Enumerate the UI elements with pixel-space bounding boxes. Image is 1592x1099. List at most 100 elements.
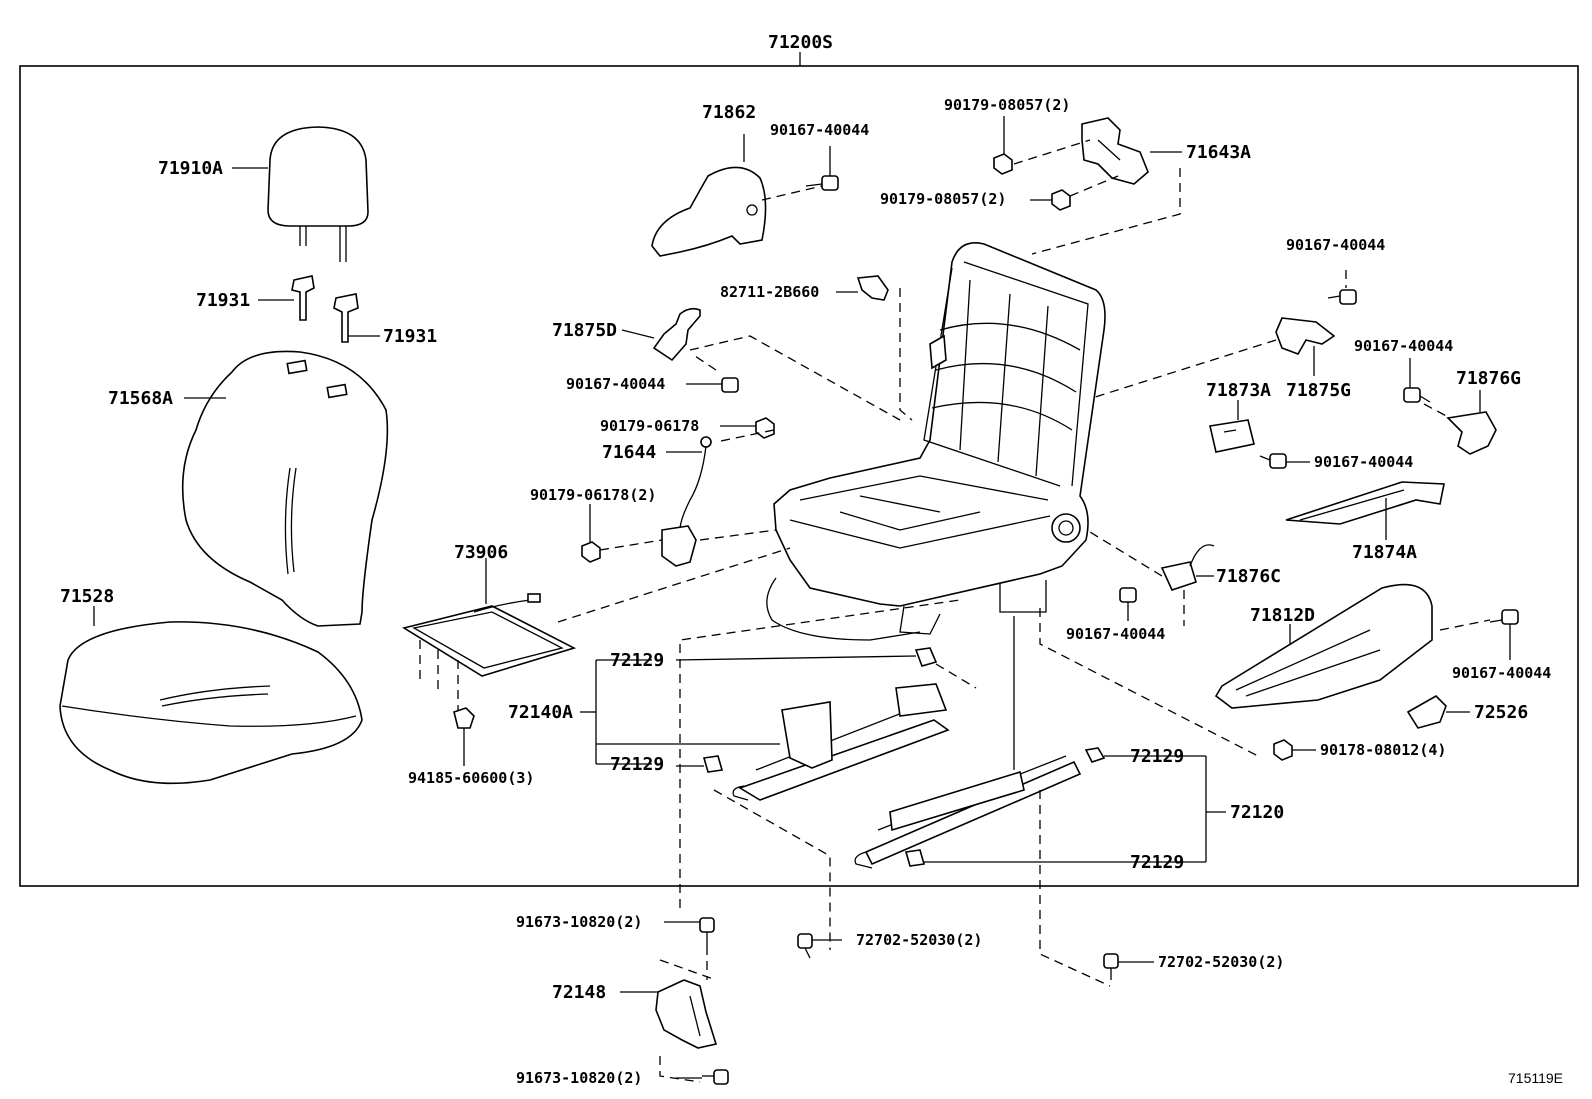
hinge-cover-71862[interactable]: [651, 166, 767, 257]
nut-90179-06178-a[interactable]: [755, 417, 775, 439]
seat-frame[interactable]: [766, 242, 1106, 641]
nut-90179-08057-a[interactable]: [993, 153, 1013, 175]
bracket-71875G[interactable]: [1275, 317, 1336, 355]
nut-90179-08057-b[interactable]: [1051, 189, 1071, 211]
bolt-90167-c[interactable]: [1327, 289, 1357, 305]
sensor-71644[interactable]: [661, 436, 712, 567]
seat-cushion-cover[interactable]: [59, 621, 363, 785]
label-72702-52030-b[interactable]: 72702-52030(2): [1158, 953, 1284, 971]
label-90179-08057-b[interactable]: 90179-08057(2): [880, 190, 1006, 208]
leader-dashed-82711: [899, 288, 913, 421]
label-71875G[interactable]: 71875G: [1286, 380, 1351, 401]
clip-82711[interactable]: [856, 275, 889, 301]
leader-dashed-73906: [557, 547, 791, 623]
assembly-frame: [19, 65, 1579, 887]
leader-dashed-71643A: [1031, 168, 1181, 255]
label-72702-52030-a[interactable]: 72702-52030(2): [856, 931, 982, 949]
label-90179-08057-a[interactable]: 90179-08057(2): [944, 96, 1070, 114]
nut-90178[interactable]: [1273, 739, 1293, 761]
headrest-support-left[interactable]: [291, 275, 315, 321]
label-71910A[interactable]: 71910A: [158, 158, 223, 179]
clip-94185[interactable]: [453, 707, 475, 729]
bracket-71873A[interactable]: [1209, 419, 1255, 453]
headrest-support-right[interactable]: [333, 293, 359, 343]
nut-90179-06178-b[interactable]: [581, 541, 601, 563]
label-94185-60600[interactable]: 94185-60600(3): [408, 769, 534, 787]
leader-dashed-72140A: [713, 789, 831, 950]
label-71931-a[interactable]: 71931: [196, 290, 250, 311]
label-90167-40044-g[interactable]: 90167-40044: [1452, 664, 1551, 682]
label-71644[interactable]: 71644: [602, 442, 656, 463]
adjuster-72120[interactable]: [854, 747, 1106, 869]
cover-71876G[interactable]: [1446, 411, 1497, 455]
label-90178-08012[interactable]: 90178-08012(4): [1320, 741, 1446, 759]
bolt-90167-a[interactable]: [805, 175, 839, 191]
cover-72526[interactable]: [1406, 695, 1447, 729]
leader-dashed-71875G: [1091, 339, 1277, 399]
recliner-bracket-71643A[interactable]: [1081, 117, 1149, 185]
label-71812D[interactable]: 71812D: [1250, 605, 1315, 626]
sensor-71876C[interactable]: [1160, 544, 1215, 591]
mat-73906[interactable]: [401, 593, 577, 677]
label-71873A[interactable]: 71873A: [1206, 380, 1271, 401]
label-90179-06178-a[interactable]: 90179-06178: [600, 417, 699, 435]
label-71528[interactable]: 71528: [60, 586, 114, 607]
label-90179-06178-b[interactable]: 90179-06178(2): [530, 486, 656, 504]
label-90167-40044-e[interactable]: 90167-40044: [1354, 337, 1453, 355]
bolt-90167-d[interactable]: [1259, 453, 1287, 469]
leader-dashed-71644: [699, 529, 777, 541]
label-71874A[interactable]: 71874A: [1352, 542, 1417, 563]
label-73906[interactable]: 73906: [454, 542, 508, 563]
leader-dashed-94185: [419, 640, 459, 712]
label-72148[interactable]: 72148: [552, 982, 606, 1003]
bolt-72702-a[interactable]: [797, 933, 813, 959]
bolt-90167-f[interactable]: [1119, 587, 1137, 612]
leader-dashed-71875D: [689, 335, 901, 421]
figure-reference: 715119E: [1508, 1070, 1563, 1086]
label-72129-a[interactable]: 72129: [610, 650, 664, 671]
bracket-72148[interactable]: [655, 979, 718, 1049]
clip-72129-d[interactable]: [904, 849, 926, 867]
label-71862[interactable]: 71862: [702, 102, 756, 123]
label-90167-40044-a[interactable]: 90167-40044: [770, 121, 869, 139]
leader-dashed-72120: [1039, 790, 1111, 987]
clip-72129-a[interactable]: [914, 647, 938, 667]
headrest[interactable]: [267, 126, 369, 262]
label-71643A[interactable]: 71643A: [1186, 142, 1251, 163]
clip-72129-b[interactable]: [702, 755, 724, 773]
trim-71874A[interactable]: [1285, 481, 1445, 525]
leader-dashed-center-left: [679, 599, 961, 908]
adjuster-72140A[interactable]: [732, 683, 950, 801]
leader-dashed-right-mid: [1039, 608, 1259, 757]
label-90167-40044-f[interactable]: 90167-40044: [1066, 625, 1165, 643]
bolt-91673-a[interactable]: [699, 917, 715, 946]
label-90167-40044-d[interactable]: 90167-40044: [1314, 453, 1413, 471]
assembly-label[interactable]: 71200S: [768, 32, 833, 53]
label-90167-40044-c[interactable]: 90167-40044: [1286, 236, 1385, 254]
label-72120[interactable]: 72120: [1230, 802, 1284, 823]
label-71931-b[interactable]: 71931: [383, 326, 437, 347]
seatback-cover[interactable]: [181, 350, 389, 627]
label-72140A[interactable]: 72140A: [508, 702, 573, 723]
label-82711-2B660[interactable]: 82711-2B660: [720, 283, 819, 301]
bolt-90167-b[interactable]: [721, 377, 739, 393]
label-71568A[interactable]: 71568A: [108, 388, 173, 409]
leader-dashed-72148: [659, 959, 717, 1083]
bolt-90167-g[interactable]: [1489, 609, 1519, 625]
bolt-91673-b[interactable]: [702, 1069, 729, 1085]
label-91673-10820-b[interactable]: 91673-10820(2): [516, 1069, 642, 1087]
label-72129-b[interactable]: 72129: [610, 754, 664, 775]
label-72129-d[interactable]: 72129: [1130, 852, 1184, 873]
leader-dashed-71876C: [1089, 531, 1163, 577]
label-71875D[interactable]: 71875D: [552, 320, 617, 341]
label-90167-40044-b[interactable]: 90167-40044: [566, 375, 665, 393]
bracket-71875D[interactable]: [652, 307, 701, 362]
bolt-90167-e[interactable]: [1403, 387, 1431, 403]
label-71876G[interactable]: 71876G: [1456, 368, 1521, 389]
shield-71812D[interactable]: [1214, 583, 1433, 709]
label-91673-10820-a[interactable]: 91673-10820(2): [516, 913, 642, 931]
label-71876C[interactable]: 71876C: [1216, 566, 1281, 587]
bolt-72702-b[interactable]: [1103, 953, 1119, 980]
label-72526[interactable]: 72526: [1474, 702, 1528, 723]
